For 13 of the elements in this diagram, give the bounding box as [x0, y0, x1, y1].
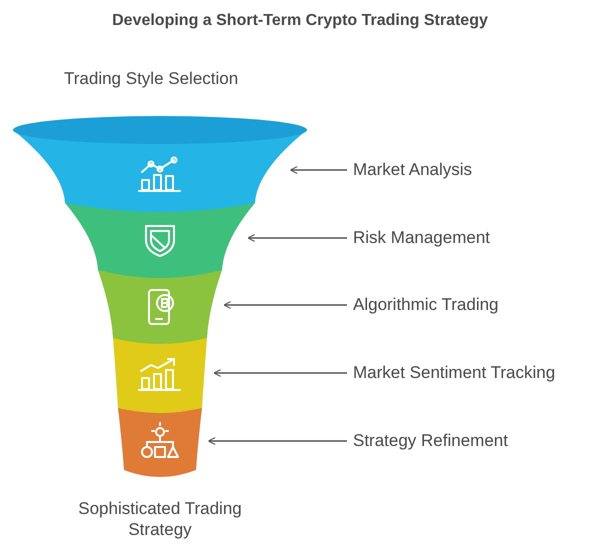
step-label: Market Sentiment Tracking	[353, 362, 556, 383]
funnel-bottom-label: Sophisticated Trading Strategy	[77, 498, 243, 540]
title: Developing a Short-Term Crypto Trading Strategy	[111, 11, 489, 31]
step-label: Market Analysis	[353, 159, 472, 180]
step-label: Strategy Refinement	[353, 430, 508, 451]
step-label: Algorithmic Trading	[353, 294, 499, 315]
arrow	[213, 368, 347, 378]
arrow	[247, 234, 347, 242]
arrow	[223, 300, 347, 310]
arrow	[290, 166, 347, 174]
arrow	[208, 436, 347, 446]
step-label: Risk Management	[353, 227, 490, 248]
funnel-top-label: Trading Style Selection	[64, 68, 238, 89]
